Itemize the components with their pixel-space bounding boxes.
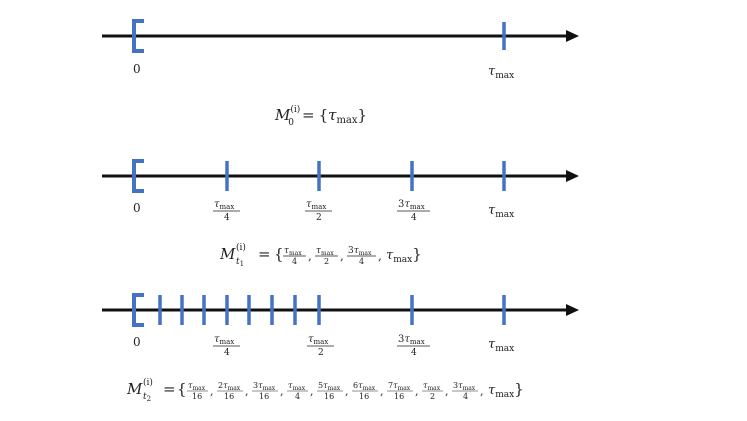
- svg-text:,: ,: [480, 385, 484, 398]
- set-mt2-formula: M (i) t2 = { τmax 16 , 2τmax 16 , 3τmax …: [126, 377, 524, 403]
- svg-text:{: {: [274, 245, 284, 263]
- svg-text:16: 16: [394, 392, 404, 401]
- svg-text:2τmax: 2τmax: [218, 381, 241, 392]
- label-tau-quarter-1: τmax 4: [213, 199, 240, 223]
- label-zero-0: 0: [133, 62, 141, 76]
- svg-text:16: 16: [224, 392, 234, 401]
- svg-text:τmax: τmax: [214, 334, 234, 346]
- svg-text:=: =: [258, 245, 271, 263]
- svg-text:τmax: τmax: [308, 334, 328, 346]
- svg-text:,: ,: [280, 385, 284, 398]
- svg-text:3τmax: 3τmax: [453, 381, 476, 392]
- svg-text:τmax: τmax: [214, 199, 234, 211]
- set-mt1-formula: M (i) t1 = { τmax 4 , τmax 2 , 3τmax 4 ,…: [219, 242, 422, 268]
- svg-text:5τmax: 5τmax: [318, 381, 341, 392]
- svg-text:=: =: [163, 380, 176, 398]
- svg-text:M(i)0={τmax}: M(i)0={τmax}: [274, 104, 367, 128]
- svg-text:6τmax: 6τmax: [353, 381, 376, 392]
- svg-text:,: ,: [245, 385, 249, 398]
- svg-text:τmax: τmax: [284, 246, 302, 257]
- svg-text:4: 4: [411, 348, 417, 358]
- svg-text:3τmax: 3τmax: [398, 199, 425, 211]
- svg-text:M: M: [219, 245, 236, 263]
- svg-text:τmax: τmax: [316, 246, 334, 257]
- label-tau-half-2: τmax 2: [307, 334, 334, 358]
- label-tau-quarter-2: τmax 4: [213, 334, 240, 358]
- svg-text:,: ,: [445, 385, 449, 398]
- label-tau-half-1: τmax 2: [305, 199, 332, 223]
- label-tau-max-1: τmax: [488, 203, 514, 220]
- svg-text:,: ,: [310, 385, 314, 398]
- svg-text:16: 16: [359, 392, 369, 401]
- axis-arrowhead-0: [566, 30, 579, 42]
- svg-text:3τmax: 3τmax: [348, 246, 372, 257]
- svg-text:2: 2: [318, 348, 324, 358]
- label-tau-max-2: τmax: [488, 337, 514, 354]
- svg-text:4: 4: [224, 348, 230, 358]
- svg-text:t1: t1: [236, 257, 244, 268]
- label-tau-max-0: τmax: [488, 64, 514, 81]
- bracket-2: [132, 293, 144, 327]
- svg-text:τmax}: τmax}: [488, 380, 524, 400]
- svg-text:,: ,: [308, 249, 312, 263]
- svg-text:4: 4: [224, 213, 230, 223]
- svg-text:4: 4: [411, 213, 417, 223]
- svg-text:16: 16: [259, 392, 269, 401]
- set-m0-formula: M(i)0={τmax}: [274, 104, 367, 128]
- svg-text:2: 2: [430, 392, 435, 401]
- svg-text:(i): (i): [236, 242, 246, 253]
- svg-text:2: 2: [316, 213, 322, 223]
- axis-arrowhead-1: [566, 170, 579, 182]
- svg-text:M: M: [126, 380, 143, 398]
- svg-text:4: 4: [295, 392, 300, 401]
- axis-arrowhead-2: [566, 304, 579, 316]
- svg-text:4: 4: [463, 392, 468, 401]
- number-line-2: 0 τmax 4 τmax 2 3τmax 4 τmax: [102, 293, 579, 358]
- svg-text:,: ,: [415, 385, 419, 398]
- svg-text:,: ,: [345, 385, 349, 398]
- svg-text:τmax: τmax: [188, 381, 206, 392]
- svg-text:16: 16: [192, 392, 202, 401]
- svg-text:τmax: τmax: [423, 381, 441, 392]
- svg-text:4: 4: [359, 257, 364, 266]
- bracket-1: [132, 159, 144, 193]
- svg-text:,: ,: [380, 385, 384, 398]
- label-zero-2: 0: [133, 335, 141, 349]
- svg-text:,: ,: [210, 385, 214, 398]
- svg-text:4: 4: [292, 257, 297, 266]
- svg-text:τmax: τmax: [288, 381, 306, 392]
- svg-text:3τmax: 3τmax: [398, 334, 425, 346]
- number-line-0: 0 τmax: [102, 19, 579, 81]
- label-tau-three-quarter-2: 3τmax 4: [397, 334, 430, 358]
- bracket-0: [132, 19, 144, 53]
- label-tau-three-quarter-1: 3τmax 4: [397, 199, 430, 223]
- number-line-1: 0 τmax 4 τmax 2 3τmax 4 τmax: [102, 159, 579, 223]
- svg-text:7τmax: 7τmax: [388, 381, 411, 392]
- svg-text:3τmax: 3τmax: [253, 381, 276, 392]
- svg-text:τmax: τmax: [306, 199, 326, 211]
- svg-text:,: ,: [378, 249, 382, 263]
- svg-text:,: ,: [340, 249, 344, 263]
- svg-text:{: {: [177, 380, 187, 398]
- label-zero-1: 0: [133, 201, 141, 215]
- svg-text:(i): (i): [143, 377, 153, 388]
- svg-text:t2: t2: [143, 392, 151, 403]
- svg-text:16: 16: [324, 392, 334, 401]
- svg-text:2: 2: [324, 257, 329, 266]
- svg-text:τmax}: τmax}: [386, 245, 422, 265]
